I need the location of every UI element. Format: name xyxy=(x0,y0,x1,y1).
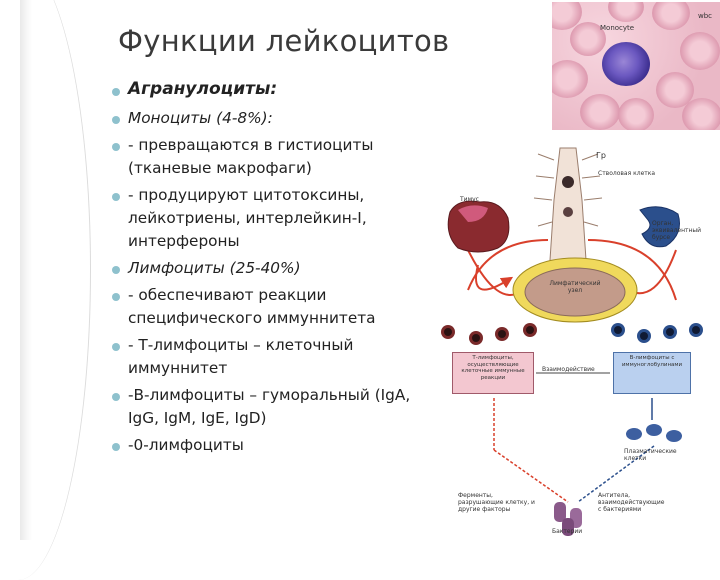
red-blood-cell xyxy=(618,98,654,130)
arrow-to-thymus xyxy=(467,239,549,291)
slide-frame-border xyxy=(20,0,32,540)
red-blood-cell xyxy=(552,60,588,98)
plasma-cells-label: Плазматические клетки xyxy=(624,448,677,462)
monocyte-cell xyxy=(602,42,650,86)
stem-cell-bone xyxy=(533,147,603,270)
plasma-cells xyxy=(626,424,682,442)
lymphocyte-row xyxy=(441,323,703,345)
stem-cell-label: Стволовая клетка xyxy=(598,170,656,177)
bacteria-label: Бактерии xyxy=(552,528,583,535)
monocyte-micrograph: Monocyte wbc xyxy=(552,2,720,130)
b-lymphocyte-box: В-лимфоциты с иммуноглобулинами xyxy=(613,352,691,394)
bacteria-icon xyxy=(554,502,582,536)
diagram-graphics xyxy=(441,147,703,536)
lymphocyte-diagram: Гр Стволовая клетка Тимус Орган, эквивал… xyxy=(428,130,720,540)
bullet-list: Агранулоциты: Моноциты (4-8%): - превращ… xyxy=(112,78,412,461)
bullet-icon xyxy=(112,393,120,401)
list-item: Агранулоциты: xyxy=(112,78,412,101)
list-item: -0-лимфоциты xyxy=(112,434,412,457)
red-blood-cell xyxy=(652,2,690,30)
bullet-icon xyxy=(112,143,120,151)
arrow-to-bacteria-right xyxy=(577,445,655,503)
page-title: Функции лейкоцитов xyxy=(118,24,450,58)
interaction-label: Взаимодействие xyxy=(542,366,595,373)
arrow-to-bursa xyxy=(587,239,677,301)
red-blood-cell xyxy=(680,32,720,70)
bursa-organ xyxy=(639,206,680,248)
slide-frame-curve xyxy=(0,0,91,580)
t-lymphocyte-box: Т-лимфоциты, осуществляющие клеточные им… xyxy=(452,352,534,394)
gr-label: Гр xyxy=(596,151,606,160)
thymus-label: Тимус xyxy=(460,196,479,203)
bullet-icon xyxy=(112,343,120,351)
list-item: Лимфоциты (25-40%) xyxy=(112,257,412,280)
red-blood-cell xyxy=(580,94,620,130)
bullet-icon xyxy=(112,193,120,201)
ferments-label: Ферменты, разрушающие клетку, и другие ф… xyxy=(458,492,535,513)
list-item: -В-лимфоциты – гуморальный (IgA, IgG, Ig… xyxy=(112,384,412,430)
lymph-node-inner xyxy=(524,267,626,317)
list-item: Моноциты (4-8%): xyxy=(112,107,412,130)
red-blood-cell xyxy=(682,98,720,130)
arrow-thymus-node xyxy=(475,264,514,291)
red-blood-cell xyxy=(570,22,606,56)
bullet-icon xyxy=(112,116,120,124)
bullet-icon xyxy=(112,88,120,96)
arrow-to-bacteria-left xyxy=(493,449,569,503)
bursa-label: Орган, эквивалентный бурсе xyxy=(652,220,702,241)
red-blood-cell xyxy=(608,2,644,22)
bullet-icon xyxy=(112,293,120,301)
bullet-icon xyxy=(112,443,120,451)
thymus-cortex xyxy=(458,205,488,222)
lymph-node-label: Лимфатический узел xyxy=(549,280,601,294)
list-item: - превращаются в гистиоциты (тканевые ма… xyxy=(112,134,412,180)
antibodies-label: Антитела, взаимодействующие с бактериями xyxy=(598,492,665,513)
list-item: - обеспечивают реакции специфического им… xyxy=(112,284,412,330)
list-item: - продуцируют цитотоксины, лейкотриены, … xyxy=(112,184,412,253)
bullet-icon xyxy=(112,266,120,274)
corner-label: wbc xyxy=(698,12,713,20)
list-item: - Т-лимфоциты – клеточный иммуннитет xyxy=(112,334,412,380)
monocyte-label: Monocyte xyxy=(600,24,635,32)
